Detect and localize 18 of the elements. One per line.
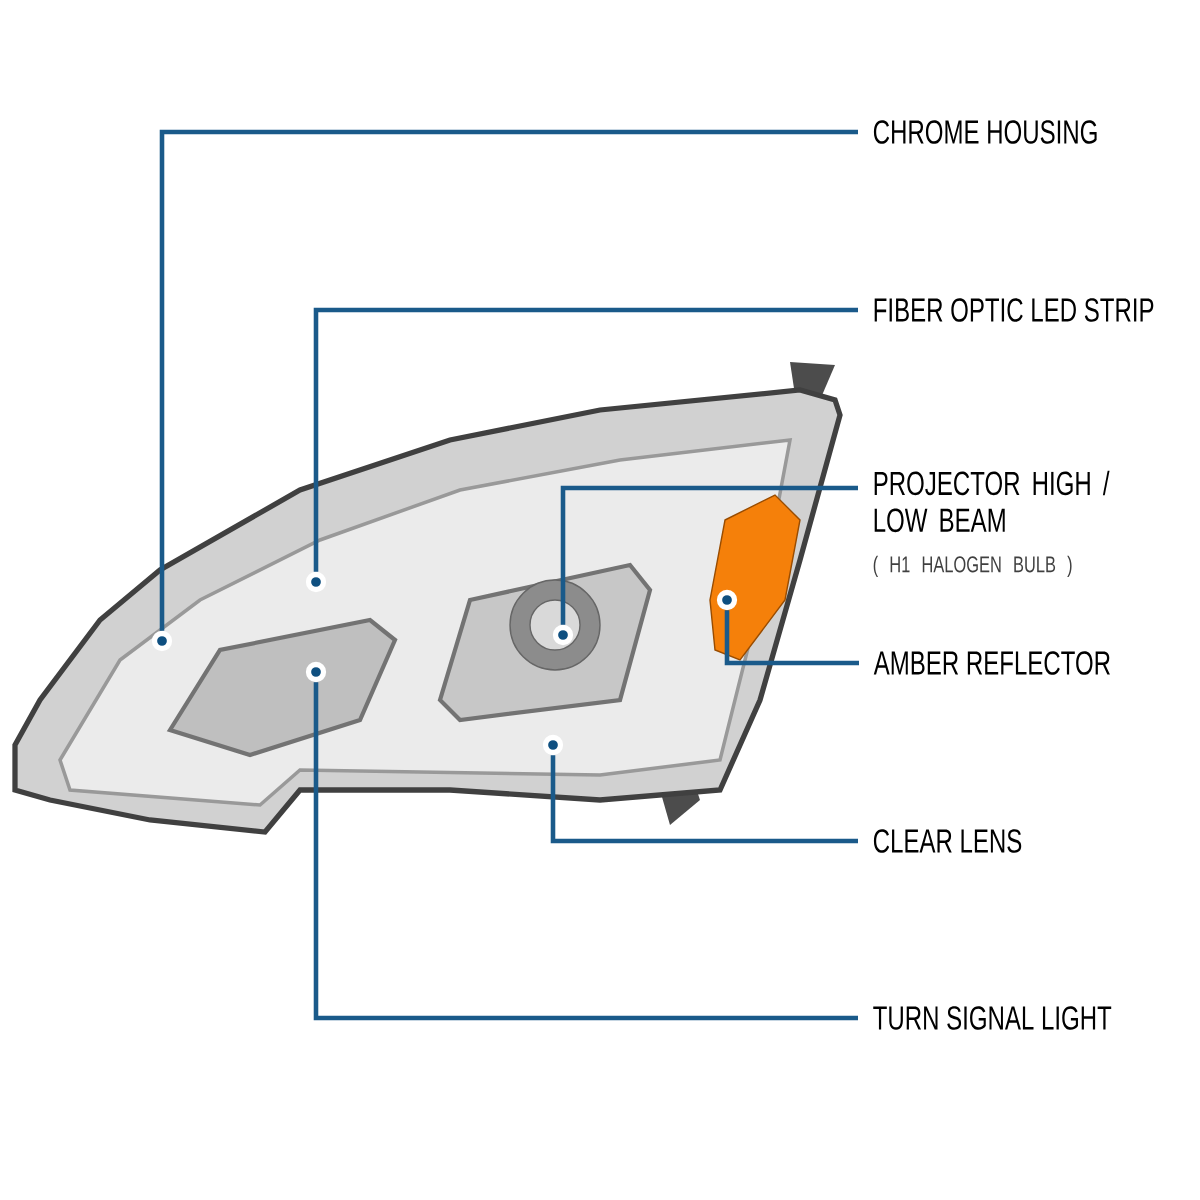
callout-dot	[151, 630, 173, 652]
callout-dot	[716, 589, 738, 611]
callout-label: CHROME HOUSING	[873, 120, 1097, 144]
callout-label: FIBER OPTIC LED STRIP	[874, 298, 1154, 322]
leader-line	[313, 682, 858, 1021]
callout-label: AMBER REFLECTOR	[873, 651, 1110, 675]
leader-line	[313, 307, 858, 572]
callout-dot	[305, 571, 327, 593]
callout-label: CLEAR LENS	[873, 829, 1022, 853]
callout-dot	[552, 624, 574, 646]
leader-line	[560, 485, 858, 625]
callout-dot	[542, 734, 564, 756]
callout-label: TURN SIGNAL LIGHT	[873, 1006, 1112, 1030]
leader-line	[550, 755, 858, 844]
callout-dot	[305, 661, 327, 683]
leader-line	[159, 129, 858, 631]
callout-label: PROJECTOR HIGH / LOW BEAM ( H1 HALOGEN BULB )	[873, 470, 1110, 577]
leader-line	[724, 610, 859, 666]
